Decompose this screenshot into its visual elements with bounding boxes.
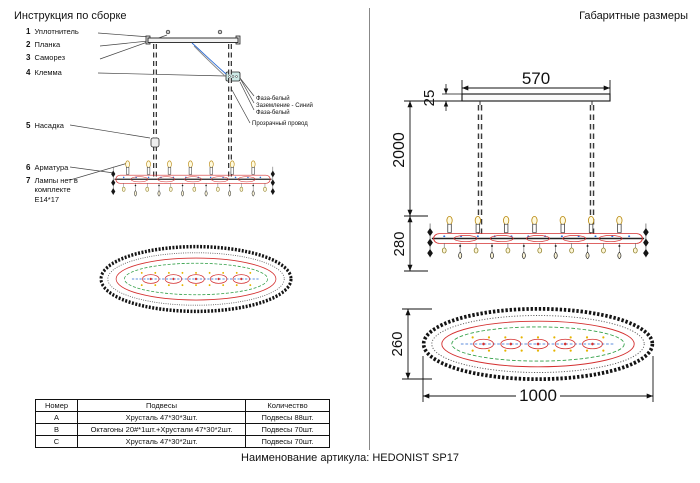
part-number: 6 — [26, 163, 31, 172]
part-number: 3 — [26, 53, 31, 62]
right-panel-title: Габаритные размеры — [579, 10, 688, 22]
pendant-spec-table: Номер Подвесы Количество А Хрусталь 47*3… — [35, 399, 330, 448]
part-label: Арматура — [34, 163, 69, 172]
part-number: 5 — [26, 121, 31, 130]
dim-body-height: 280 — [391, 231, 408, 256]
panel-divider — [369, 8, 370, 450]
table-row: С Хрусталь 47*30*2шт. Подвесы 70шт. — [35, 435, 330, 448]
dim-chain-length: 2000 — [391, 132, 408, 168]
table-header-row: Номер Подвесы Количество — [35, 399, 330, 412]
row-description: Октагоны 20#*1шт.+Хрустали 47*30*2шт. — [77, 423, 246, 436]
header-pendants: Подвесы — [77, 399, 246, 412]
wire-label-transparent: Прозрачный провод — [252, 121, 308, 127]
part-label: Клемма — [34, 68, 62, 77]
header-quantity: Количество — [245, 399, 330, 412]
part-number: 1 — [26, 27, 31, 36]
dim-bar-height: 25 — [421, 90, 438, 107]
article-name: Наименование артикула: HEDONIST SP17 — [241, 452, 459, 464]
dim-oval-height: 260 — [389, 331, 406, 356]
row-number: С — [35, 435, 78, 448]
dim-total-length: 1000 — [519, 386, 557, 405]
part-label: Уплотнитель — [34, 27, 79, 36]
part-label: Планка — [34, 40, 61, 49]
dim-top-width: 570 — [522, 69, 550, 88]
part-item: 5 Насадка — [26, 121, 64, 131]
dimension-drawing: 570 25 2000 280 — [389, 69, 655, 405]
part-number: 2 — [26, 40, 31, 49]
wire-label-phase-1: Фаза-белый — [256, 96, 290, 102]
left-panel-title: Инструкция по сборке — [14, 10, 127, 22]
part-item: 4 Клемма — [26, 68, 62, 78]
row-number: А — [35, 411, 78, 424]
assembly-drawing — [70, 29, 293, 314]
row-description: Хрусталь 47*30*3шт. — [77, 411, 246, 424]
part-label: Саморез — [34, 53, 66, 62]
row-quantity: Подвесы 70шт. — [245, 435, 330, 448]
row-number: В — [35, 423, 78, 436]
part-item: 6 Арматура — [26, 163, 68, 173]
part-item: 3 Саморез — [26, 53, 65, 63]
wire-label-ground: Заземление - Синий — [256, 103, 313, 109]
table-row: В Октагоны 20#*1шт.+Хрустали 47*30*2шт. … — [35, 423, 330, 436]
part-item: 7 Лампы нет в комплекте Е14*17 — [26, 176, 92, 204]
row-description: Хрусталь 47*30*2шт. — [77, 435, 246, 448]
row-quantity: Подвесы 70шт. — [245, 423, 330, 436]
wire-label-phase-2: Фаза-белый — [256, 110, 290, 116]
row-quantity: Подвесы 88шт. — [245, 411, 330, 424]
part-label: Насадка — [34, 121, 64, 130]
part-number: 7 — [26, 176, 31, 185]
part-label: Лампы нет в комплекте Е14*17 — [34, 176, 78, 204]
part-item: 1 Уплотнитель — [26, 27, 79, 37]
table-row: А Хрусталь 47*30*3шт. Подвесы 88шт. — [35, 411, 330, 424]
part-item: 2 Планка — [26, 40, 60, 50]
part-number: 4 — [26, 68, 31, 77]
header-number: Номер — [35, 399, 78, 412]
